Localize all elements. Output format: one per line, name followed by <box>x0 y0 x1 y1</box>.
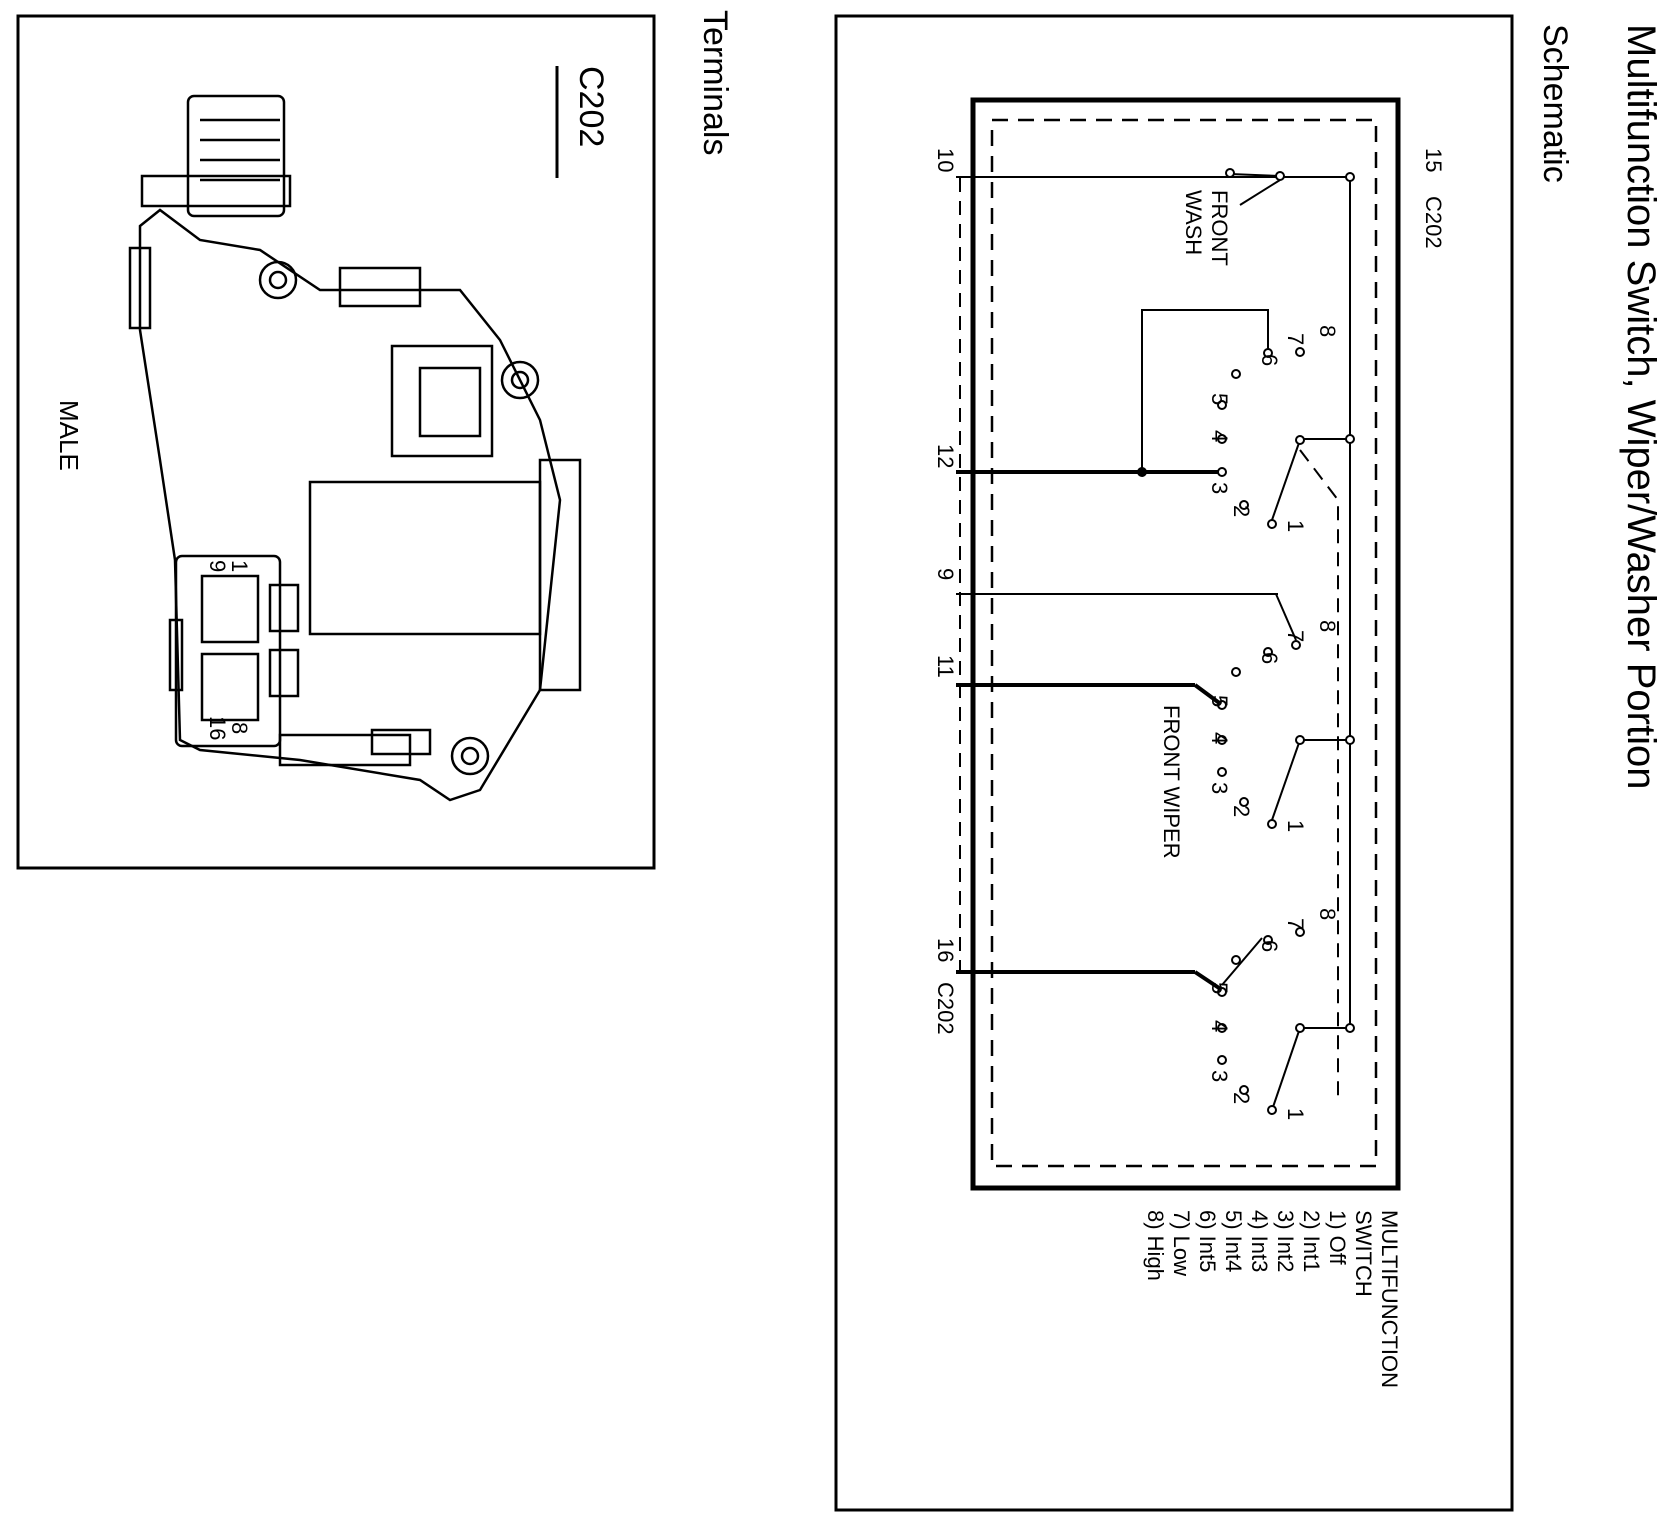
svg-text:5: 5 <box>1207 393 1232 405</box>
front-wash-label-1: FRONT <box>1207 190 1232 266</box>
svg-text:7: 7 <box>1283 630 1308 642</box>
junction-dots <box>1137 467 1147 477</box>
switch-legend: MULTIFUNCTION SWITCH 1) Off 2) Int1 3) I… <box>1143 1210 1402 1388</box>
legend-item: 8) High <box>1143 1210 1168 1281</box>
svg-text:5: 5 <box>1207 982 1232 994</box>
svg-text:1: 1 <box>1283 820 1308 832</box>
svg-text:8: 8 <box>1315 908 1340 920</box>
svg-text:6: 6 <box>1257 354 1282 366</box>
group2-low-link <box>1193 683 1224 707</box>
switch-dashed-boundary <box>990 118 1378 1168</box>
legend-item: 4) Int3 <box>1247 1210 1272 1272</box>
svg-text:7: 7 <box>1283 333 1308 345</box>
svg-text:3: 3 <box>1207 482 1232 494</box>
svg-text:7: 7 <box>1283 918 1308 930</box>
terminals-heading: Terminals <box>696 10 734 155</box>
svg-text:1: 1 <box>1283 1108 1308 1120</box>
schematic-frame <box>834 14 1514 1512</box>
group2-blade <box>1271 739 1301 821</box>
legend-item: 2) Int1 <box>1299 1210 1324 1272</box>
legend-item: 1) Off <box>1325 1210 1350 1266</box>
terminals-panel: C202 MALE 1 8 9 16 <box>16 14 656 870</box>
group3-high-blade <box>1221 937 1263 986</box>
pin-label-11: 11 <box>933 655 958 678</box>
svg-text:5: 5 <box>1207 695 1232 707</box>
svg-text:3: 3 <box>1207 782 1232 794</box>
wash-feed-loop <box>1141 309 1269 472</box>
schematic-panel: C202 C202 15 10 12 9 11 16 FRONT WASH FR… <box>834 14 1514 1512</box>
front-wiper-label: FRONT WIPER <box>1159 705 1184 859</box>
svg-text:2: 2 <box>1229 505 1254 517</box>
legend-item: 7) Low <box>1169 1210 1194 1276</box>
svg-text:2: 2 <box>1229 1092 1254 1104</box>
svg-text:6: 6 <box>1257 652 1282 664</box>
terminal-pin-16: 16 <box>205 716 230 740</box>
connector-drawing <box>128 94 582 802</box>
pin-label-10: 10 <box>933 148 958 172</box>
svg-text:4: 4 <box>1207 732 1232 744</box>
switch-outline <box>970 97 1401 1191</box>
svg-text:8: 8 <box>1315 325 1340 337</box>
connector-c202-top: C202 <box>1421 196 1446 249</box>
terminals-connector-label: C202 <box>572 66 610 147</box>
terminal-pin-9: 9 <box>205 560 230 572</box>
legend-item: 5) Int4 <box>1221 1210 1246 1272</box>
terminals-frame <box>16 14 656 870</box>
legend-item: 6) Int5 <box>1195 1210 1220 1272</box>
group3-link <box>1193 970 1224 992</box>
svg-text:4: 4 <box>1207 1020 1232 1032</box>
front-wash-label-2: WASH <box>1181 190 1206 255</box>
pin-label-12: 12 <box>933 444 958 468</box>
pin-label-15: 15 <box>1421 148 1446 172</box>
terminal-pin-8: 8 <box>227 722 252 734</box>
schematic-heading: Schematic <box>1536 24 1574 183</box>
svg-text:3: 3 <box>1207 1070 1232 1082</box>
svg-text:1: 1 <box>1283 520 1308 532</box>
group1-blade <box>1271 439 1301 521</box>
group-mechanical-link <box>1299 449 1339 1098</box>
page-title: Multifunction Switch, Wiper/Washer Porti… <box>1619 24 1663 789</box>
legend-title-1: MULTIFUNCTION <box>1377 1210 1402 1388</box>
pin-label-9: 9 <box>933 568 958 580</box>
legend-title-2: SWITCH <box>1351 1210 1376 1297</box>
svg-text:4: 4 <box>1207 430 1232 442</box>
wash-switch-blade <box>1239 179 1281 206</box>
svg-text:2: 2 <box>1229 805 1254 817</box>
wash-switch-link <box>1229 173 1281 177</box>
terminal-pin-1: 1 <box>227 560 252 572</box>
connector-c202-bottom: C202 <box>933 982 958 1035</box>
svg-text:8: 8 <box>1315 620 1340 632</box>
svg-text:6: 6 <box>1257 940 1282 952</box>
group2-high-blade <box>1275 593 1297 641</box>
group3-blade <box>1271 1027 1301 1111</box>
pin-label-16: 16 <box>933 938 958 962</box>
contact-numerals: 8 7 6 5 4 3 2 1 8 7 6 5 4 3 2 1 8 7 6 5 … <box>1207 325 1340 1120</box>
contact-points <box>1217 168 1355 1115</box>
gender-label: MALE <box>54 400 84 471</box>
legend-item: 3) Int2 <box>1273 1210 1298 1272</box>
